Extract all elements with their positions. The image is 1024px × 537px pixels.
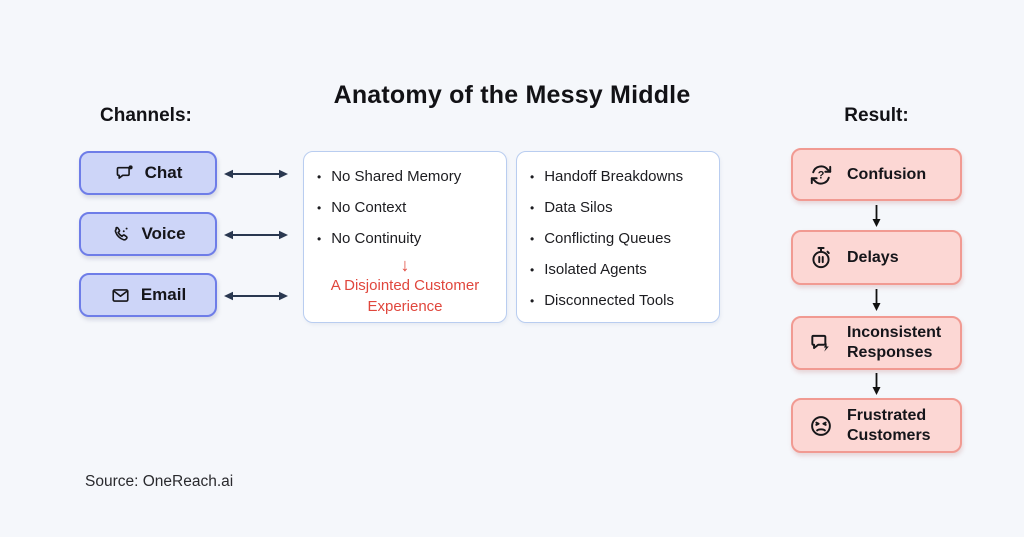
delays-icon <box>808 245 834 271</box>
bullet-item: Handoff Breakdowns <box>530 161 719 192</box>
bullet-item: No Continuity <box>317 223 506 254</box>
channel-chat: Chat <box>79 151 217 195</box>
channels-heading: Channels: <box>100 105 192 126</box>
chat-icon <box>114 163 135 184</box>
channel-email: Email <box>79 273 217 317</box>
bullet-item: Data Silos <box>530 192 719 223</box>
channel-label: Chat <box>144 163 183 182</box>
page-title: Anatomy of the Messy Middle <box>333 81 691 109</box>
problems-box-operations: Handoff Breakdowns Data Silos Conflictin… <box>516 151 720 323</box>
frustrated-customers-icon <box>808 413 834 439</box>
bidirectional-arrow <box>223 167 289 179</box>
result-delays: Delays <box>791 230 962 285</box>
result-heading: Result: <box>844 105 909 126</box>
confusion-icon: ? <box>808 162 834 188</box>
bullet-item: Disconnected Tools <box>530 285 719 316</box>
bidirectional-arrow <box>223 289 289 301</box>
result-label: Inconsistent Responses <box>847 324 942 361</box>
problems-box-memory: No Shared Memory No Context No Continuit… <box>303 151 507 323</box>
disjointed-experience-note: A Disjointed Customer Experience <box>330 277 480 315</box>
red-down-arrow-icon: ↓ <box>400 255 410 275</box>
bullet-item: No Shared Memory <box>317 161 506 192</box>
down-arrow-icon <box>870 204 883 228</box>
bullet-item: No Context <box>317 192 506 223</box>
svg-text:?: ? <box>818 169 825 181</box>
channel-label: Voice <box>141 224 186 243</box>
result-label: Frustrated Customers <box>847 406 931 444</box>
bullet-item: Isolated Agents <box>530 254 719 285</box>
channel-voice: Voice <box>79 212 217 256</box>
email-icon <box>110 285 131 306</box>
result-confusion: ? Confusion <box>791 148 962 201</box>
voice-icon <box>110 224 131 245</box>
bullet-list: Handoff Breakdowns Data Silos Conflictin… <box>530 161 719 316</box>
channel-label: Email <box>140 285 187 304</box>
result-inconsistent-responses: Inconsistent Responses <box>791 316 962 370</box>
source-attribution: Source: OneReach.ai <box>85 473 234 490</box>
bidirectional-arrow <box>223 228 289 240</box>
down-arrow-icon <box>870 288 883 312</box>
result-frustrated-customers: Frustrated Customers <box>791 398 962 453</box>
inconsistent-responses-icon <box>808 330 834 356</box>
bullet-list: No Shared Memory No Context No Continuit… <box>317 161 506 254</box>
result-label: Confusion <box>847 165 927 183</box>
bullet-item: Conflicting Queues <box>530 223 719 254</box>
down-arrow-icon <box>870 372 883 396</box>
result-label: Delays <box>847 248 899 266</box>
